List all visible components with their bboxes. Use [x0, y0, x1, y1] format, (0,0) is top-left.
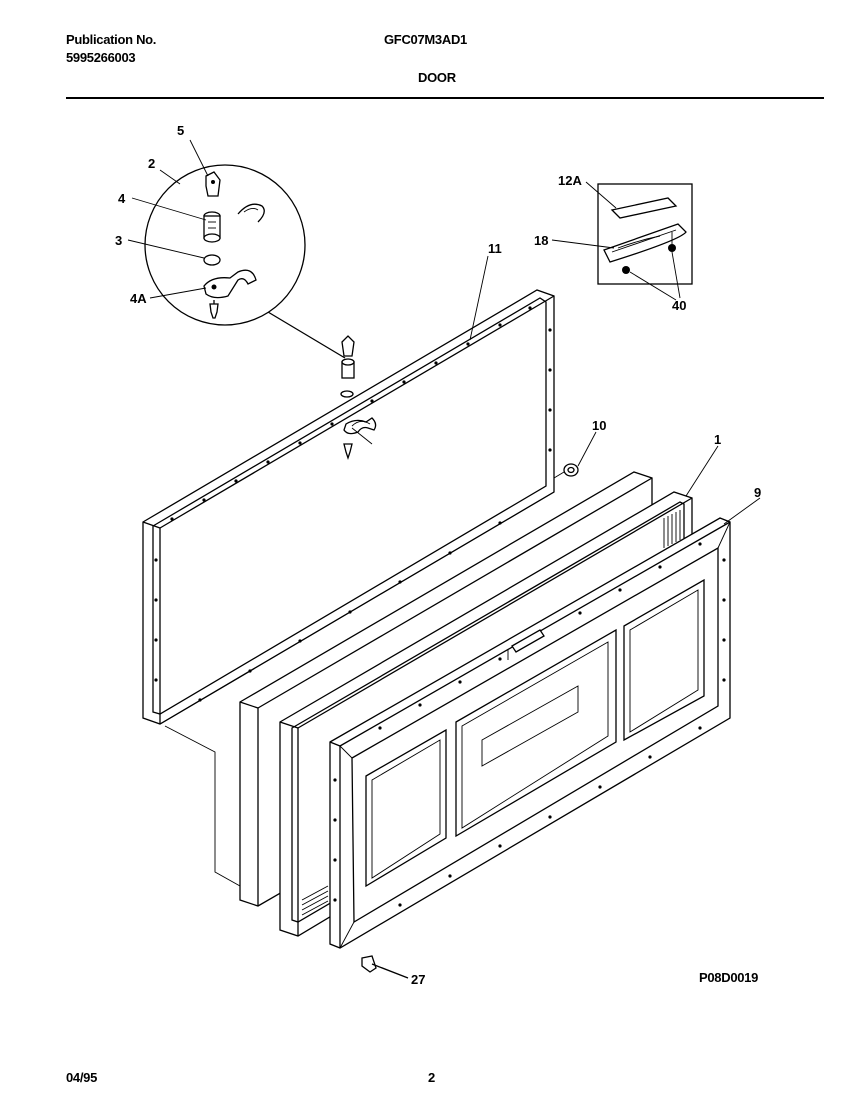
screw	[361, 955, 409, 979]
section-title: DOOR	[418, 70, 456, 85]
publication-label: Publication No.	[66, 32, 157, 47]
callout-1: 1	[714, 432, 721, 447]
door-gasket	[142, 289, 555, 887]
handle-detail-box	[597, 183, 693, 285]
outer-door-panel	[329, 517, 731, 949]
callout-2: 2	[148, 156, 155, 171]
header-rule	[66, 97, 824, 99]
callout-10: 10	[592, 418, 606, 433]
leader-lines	[127, 139, 761, 525]
hinge-plug	[553, 463, 579, 479]
callout-5: 5	[177, 123, 184, 138]
part-callouts: 5 2 4 3 4A 11 12A 18 40 10 1 9 27	[115, 123, 761, 987]
callout-40: 40	[672, 298, 686, 313]
callout-27: 27	[411, 972, 425, 987]
callout-11: 11	[488, 241, 502, 256]
drawing-code: P08D0019	[699, 970, 759, 985]
callout-18: 18	[534, 233, 548, 248]
footer-date: 04/95	[66, 1070, 98, 1085]
lock-assembly-exploded	[340, 335, 377, 461]
page-number: 2	[428, 1070, 435, 1085]
publication-number: 5995266003	[66, 50, 136, 65]
callout-3: 3	[115, 233, 122, 248]
callout-4a: 4A	[130, 291, 147, 306]
callout-4: 4	[118, 191, 126, 206]
callout-9: 9	[754, 485, 761, 500]
callout-12a: 12A	[558, 173, 582, 188]
hinge-detail-circle	[144, 164, 346, 359]
model-number: GFC07M3AD1	[384, 32, 467, 47]
